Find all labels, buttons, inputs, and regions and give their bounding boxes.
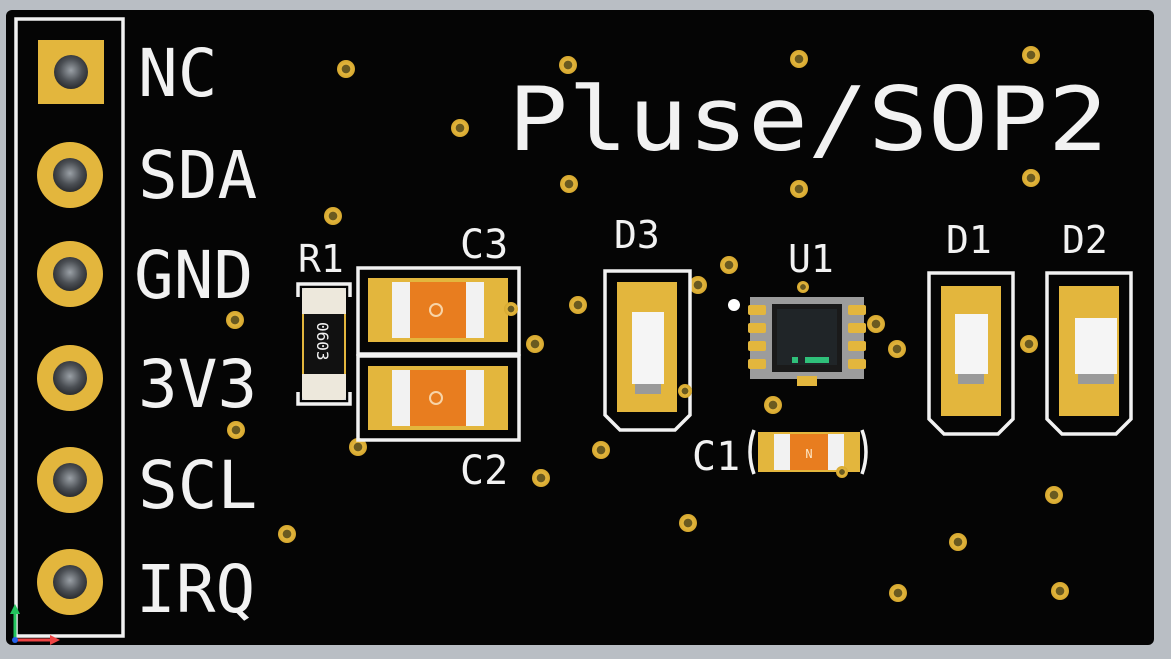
- r1-marking: 0603: [313, 322, 332, 361]
- c1-designator: C1: [692, 434, 740, 480]
- d3-designator: D3: [614, 213, 660, 257]
- pin-label-3v3: 3V3: [138, 346, 257, 423]
- c1-marking: N: [805, 447, 812, 461]
- led-d1: [927, 271, 1015, 436]
- board-title: Pluse/SOP2: [508, 68, 1108, 171]
- pin-label-scl: SCL: [138, 447, 257, 524]
- resistor-r1: 0603: [296, 282, 352, 406]
- pin-label-irq: IRQ: [136, 551, 255, 628]
- header-pin-2-pad: [37, 142, 103, 208]
- capacitor-c1: N: [748, 429, 868, 478]
- u1-designator: U1: [788, 237, 834, 281]
- d2-designator: D2: [1062, 218, 1108, 262]
- pcb-board: [6, 10, 1154, 645]
- c2-designator: C2: [460, 448, 508, 494]
- header-pin-4-pad: [37, 345, 103, 411]
- header-pin-3-pad: [37, 241, 103, 307]
- capacitor-c3: [356, 266, 521, 356]
- pin-header-outline: [14, 17, 125, 638]
- led-d2: [1045, 271, 1133, 436]
- r1-designator: R1: [298, 237, 344, 281]
- pin-label-nc: NC: [138, 35, 217, 112]
- ic-u1: [728, 281, 866, 386]
- c3-designator: C3: [460, 222, 508, 268]
- axis-triad-icon: [10, 604, 60, 645]
- header-pin-6-pad: [37, 549, 103, 615]
- header-pin-5-pad: [37, 447, 103, 513]
- d1-designator: D1: [946, 218, 992, 262]
- pin-label-sda: SDA: [138, 137, 257, 214]
- via-group: [226, 46, 1069, 602]
- header-pin-1-square-pad: [38, 40, 104, 104]
- pin-label-gnd: GND: [134, 237, 253, 314]
- capacitor-c2: [356, 354, 521, 442]
- led-d3: [603, 269, 692, 432]
